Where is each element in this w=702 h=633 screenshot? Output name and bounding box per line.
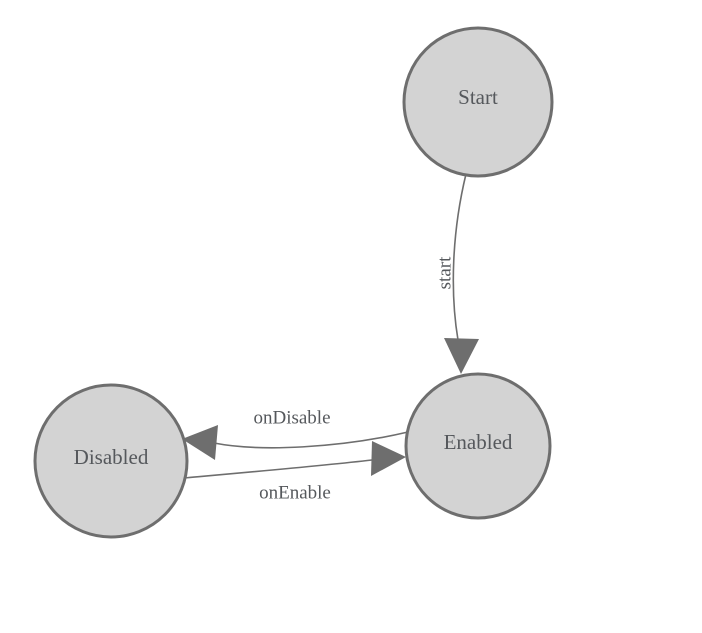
edge-label-on-enable: onEnable: [259, 482, 331, 503]
arrowhead-start-to-enabled: [444, 338, 479, 374]
node-start[interactable]: Start: [402, 26, 554, 178]
edge-path-enabled-to-disabled: [213, 431, 409, 449]
edge-label-start: start: [434, 256, 455, 289]
edge-label-on-disable: onDisable: [253, 407, 330, 428]
node-disabled-circle[interactable]: [33, 383, 189, 539]
node-enabled[interactable]: Enabled: [404, 372, 552, 520]
edge-disabled-to-enabled[interactable]: onEnable: [183, 441, 406, 503]
arrowhead-enabled-to-disabled: [182, 425, 218, 460]
arrowhead-disabled-to-enabled: [371, 441, 406, 476]
edge-path-start-to-enabled: [452, 173, 467, 341]
node-enabled-label: Enabled: [444, 430, 513, 454]
node-enabled-circle[interactable]: [404, 372, 552, 520]
edge-start-to-enabled[interactable]: start: [434, 173, 479, 374]
node-start-circle[interactable]: [402, 26, 554, 178]
node-start-label: Start: [458, 85, 498, 109]
node-disabled-label: Disabled: [74, 445, 149, 469]
edge-path-disabled-to-enabled: [183, 459, 373, 479]
node-disabled[interactable]: Disabled: [33, 383, 189, 539]
edge-enabled-to-disabled[interactable]: onDisable: [182, 407, 409, 460]
